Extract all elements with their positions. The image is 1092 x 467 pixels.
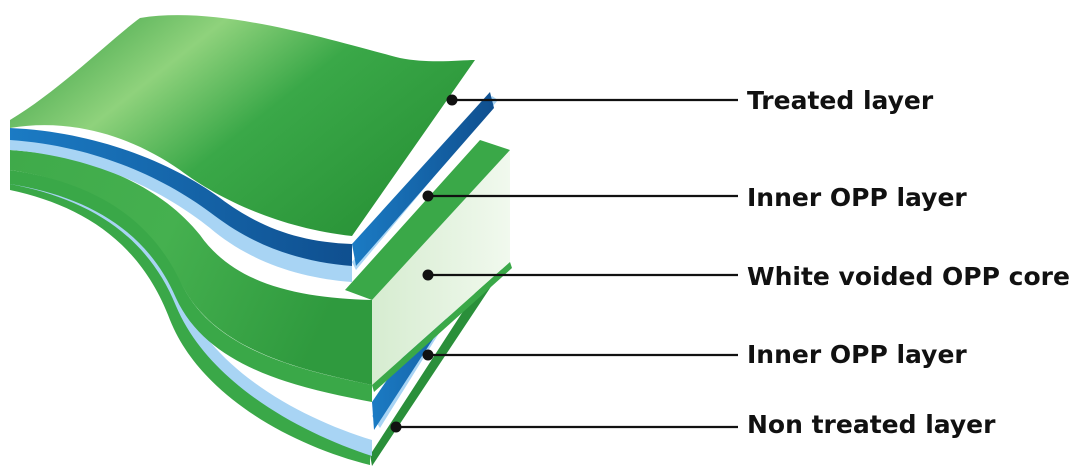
leader-lines bbox=[390, 94, 738, 433]
label-inner-opp-layer-upper: Inner OPP layer bbox=[747, 183, 967, 212]
label-inner-opp-layer-lower: Inner OPP layer bbox=[747, 340, 967, 369]
label-white-voided-opp-core: White voided OPP core bbox=[747, 262, 1070, 291]
label-treated-layer: Treated layer bbox=[747, 86, 934, 115]
leader-dot-inner-opp-lower bbox=[422, 349, 434, 361]
leader-dot-non-treated bbox=[390, 421, 402, 433]
leader-dot-core bbox=[422, 269, 434, 281]
treated-layer-shape bbox=[10, 15, 475, 237]
leader-dot-treated bbox=[446, 94, 458, 106]
leader-dot-inner-opp-upper bbox=[422, 190, 434, 202]
non-treated-layer-shape bbox=[10, 175, 502, 466]
inner-opp-layer-upper-shape bbox=[10, 92, 498, 282]
label-non-treated-layer: Non treated layer bbox=[747, 410, 996, 439]
white-voided-opp-core-shape bbox=[10, 140, 512, 402]
